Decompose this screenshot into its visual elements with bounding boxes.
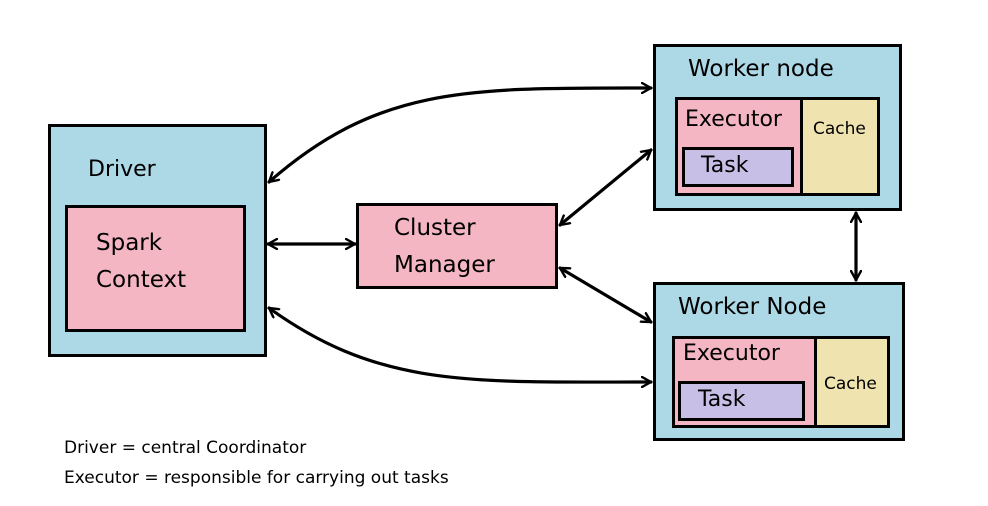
worker-node-top-title: Worker node (688, 56, 834, 82)
arrow-driver-worker-top (267, 88, 653, 184)
task-bottom-box (678, 381, 805, 421)
executor-bottom-label: Executor (683, 341, 780, 366)
cache-bottom-label: Cache (824, 374, 877, 394)
cluster-manager-label-line1: Cluster (394, 215, 476, 241)
task-bottom-label: Task (698, 387, 746, 412)
worker-node-bottom-title: Worker Node (678, 294, 827, 320)
spark-context-label-line2: Context (96, 267, 187, 293)
cluster-manager-box (356, 203, 558, 289)
cache-top-box (800, 97, 880, 196)
driver-title: Driver (88, 157, 156, 182)
task-top-box (682, 147, 794, 187)
spark-context-box (65, 205, 246, 332)
arrow-cluster-manager-worker-bottom (558, 266, 653, 324)
cache-top-label: Cache (813, 119, 866, 139)
task-top-label: Task (701, 153, 749, 178)
legend-driver-definition: Driver = central Coordinator (64, 438, 307, 458)
cluster-manager-label-line2: Manager (394, 252, 495, 278)
legend-executor-definition: Executor = responsible for carrying out … (64, 468, 449, 488)
arrow-cluster-manager-worker-top (558, 148, 653, 227)
executor-top-label: Executor (685, 107, 782, 132)
arrow-driver-worker-bottom (267, 306, 653, 382)
cache-bottom-box (814, 336, 890, 428)
spark-context-label-line1: Spark (96, 230, 163, 256)
